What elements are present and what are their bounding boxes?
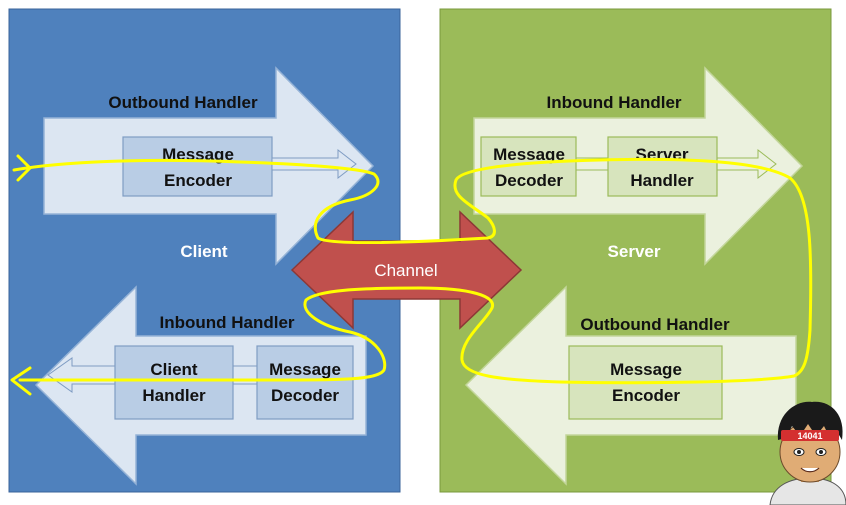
avatar-badge-text: 14041 <box>797 431 822 441</box>
server-encoder-line2: Encoder <box>612 386 680 405</box>
server-outbound-title: Outbound Handler <box>580 315 730 334</box>
client-outbound-title: Outbound Handler <box>108 93 258 112</box>
client-handler-line1: Client <box>150 360 198 379</box>
server-handler-box <box>607 136 718 197</box>
client-decoder-box <box>256 345 354 420</box>
client-handler-box <box>114 345 234 420</box>
client-handler-line2: Handler <box>142 386 206 405</box>
flow-start-marker <box>16 154 33 182</box>
avatar-headband <box>781 430 839 441</box>
client-encoder-flow-arrow <box>271 148 357 180</box>
flow-end-arrowhead <box>10 366 32 396</box>
client-encoder-box <box>122 136 273 197</box>
server-label: Server <box>608 242 661 261</box>
client-inbound-title: Inbound Handler <box>159 313 294 332</box>
server-inbound-title: Inbound Handler <box>546 93 681 112</box>
channel-label: Channel <box>374 261 437 280</box>
avatar: 14041 <box>769 401 846 505</box>
client-decoder-line1: Message <box>269 360 341 379</box>
client-decoder-line2: Decoder <box>271 386 339 405</box>
avatar-mouth <box>800 467 820 473</box>
avatar-left-pupil <box>797 450 801 454</box>
message-flow-path <box>12 157 813 385</box>
server-handler-line2: Handler <box>630 171 694 190</box>
server-encoder-line1: Message <box>610 360 682 379</box>
server-decoder-line1: Message <box>493 145 565 164</box>
client-encoder-line2: Encoder <box>164 171 232 190</box>
server-decoder-line2: Decoder <box>495 171 563 190</box>
client-label: Client <box>180 242 228 261</box>
avatar-right-pupil <box>819 450 823 454</box>
